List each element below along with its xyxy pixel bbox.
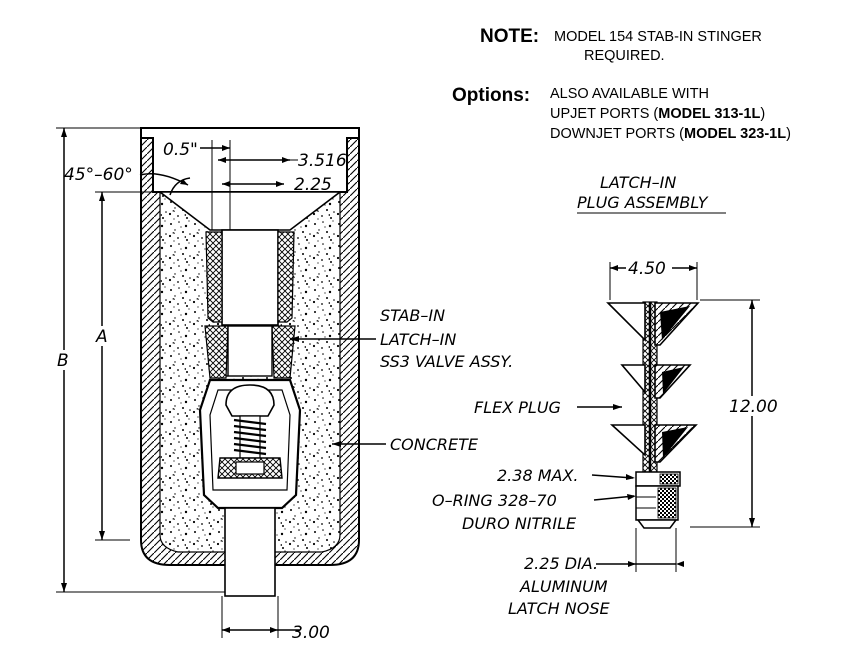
- inner-bore: [221, 229, 279, 326]
- plug-assembly-view: LATCH–IN PLUG ASSEMBLY 4.50 12.00: [432, 173, 778, 618]
- dim-bore-inner: 2.25: [222, 175, 332, 195]
- dim-bore-inner-label: 2.25: [294, 175, 332, 195]
- callout-flex-plug-label: FLEX PLUG: [474, 398, 561, 417]
- dim-bore-outer: 3.516: [218, 151, 347, 171]
- dim-b-label: B: [57, 351, 69, 371]
- assembly-title-line2: PLUG ASSEMBLY: [577, 193, 709, 212]
- latch-ring-right: [271, 325, 296, 379]
- dim-plug-height-label: 12.00: [729, 397, 778, 417]
- funnel: [157, 191, 343, 231]
- lower-bore: [224, 507, 276, 597]
- stab-in-sleeve: [227, 325, 273, 377]
- dim-plug-height: 12.00: [690, 299, 778, 528]
- note-line-2: REQUIRED.: [584, 48, 665, 64]
- dim-a-label: A: [95, 327, 108, 347]
- fin-lower: [609, 424, 698, 463]
- callout-nose-line3: LATCH NOSE: [508, 599, 610, 618]
- assembly-title-line1: LATCH–IN: [600, 173, 676, 192]
- dim-a: A: [94, 191, 155, 541]
- dim-bottom: 3.00: [221, 596, 330, 643]
- callout-stab-line1: STAB–IN: [380, 306, 445, 325]
- callout-stab-line3: SS3 VALVE ASSY.: [380, 352, 513, 371]
- dim-plug-width-label: 4.50: [628, 259, 666, 279]
- latch-wall-left: [205, 231, 223, 323]
- dim-nose-dia: 2.25 DIA. ALUMINUM LATCH NOSE: [508, 528, 684, 618]
- dim-bottom-label: 3.00: [292, 623, 330, 643]
- callout-flex-plug: FLEX PLUG: [474, 398, 622, 417]
- options-line-1: ALSO AVAILABLE WITH: [550, 86, 709, 102]
- options-block: Options: ALSO AVAILABLE WITH UPJET PORTS…: [452, 85, 791, 142]
- callout-stab-line2: LATCH–IN: [380, 330, 456, 349]
- dim-angle-label: 45°–60°: [64, 165, 133, 185]
- dim-plug-width: 4.50: [609, 258, 698, 300]
- dim-angle: 45°–60°: [64, 165, 191, 196]
- callout-max: 2.38 MAX.: [497, 466, 635, 485]
- latch-nose: [635, 471, 681, 529]
- note-block: NOTE: MODEL 154 STAB-IN STINGER REQUIRED…: [480, 26, 762, 64]
- callout-stab-in: STAB–IN LATCH–IN SS3 VALVE ASSY.: [290, 306, 513, 371]
- dim-b: B: [55, 127, 225, 593]
- valve-ball: [225, 384, 275, 417]
- callout-nose-line1: 2.25 DIA.: [524, 554, 598, 573]
- note-line-1: MODEL 154 STAB-IN STINGER: [554, 29, 762, 45]
- cross-section-view: 0.5" 3.516 2.25 45°–60°: [55, 127, 513, 643]
- options-key: Options:: [452, 85, 530, 106]
- fin-middle: [620, 364, 692, 399]
- seat-insert: [235, 461, 265, 475]
- fin-upper: [606, 302, 700, 346]
- callout-concrete: CONCRETE: [332, 435, 479, 454]
- callout-max-label: 2.38 MAX.: [497, 466, 579, 485]
- latch-wall-right: [277, 231, 295, 323]
- dim-bore-outer-label: 3.516: [298, 151, 347, 171]
- callout-nose-line2: ALUMINUM: [519, 577, 608, 596]
- latch-ring-left: [204, 325, 229, 379]
- callout-oring-line2: DURO NITRILE: [462, 514, 577, 533]
- callout-oring-line1: O–RING 328–70: [432, 491, 557, 510]
- callout-concrete-label: CONCRETE: [390, 435, 479, 454]
- options-line-3: DOWNJET PORTS (MODEL 323-1L): [550, 126, 791, 142]
- callout-oring: O–RING 328–70 DURO NITRILE: [432, 491, 636, 533]
- dim-top-gap-label: 0.5": [163, 140, 198, 160]
- note-key: NOTE:: [480, 26, 539, 47]
- options-line-2: UPJET PORTS (MODEL 313-1L): [550, 106, 765, 122]
